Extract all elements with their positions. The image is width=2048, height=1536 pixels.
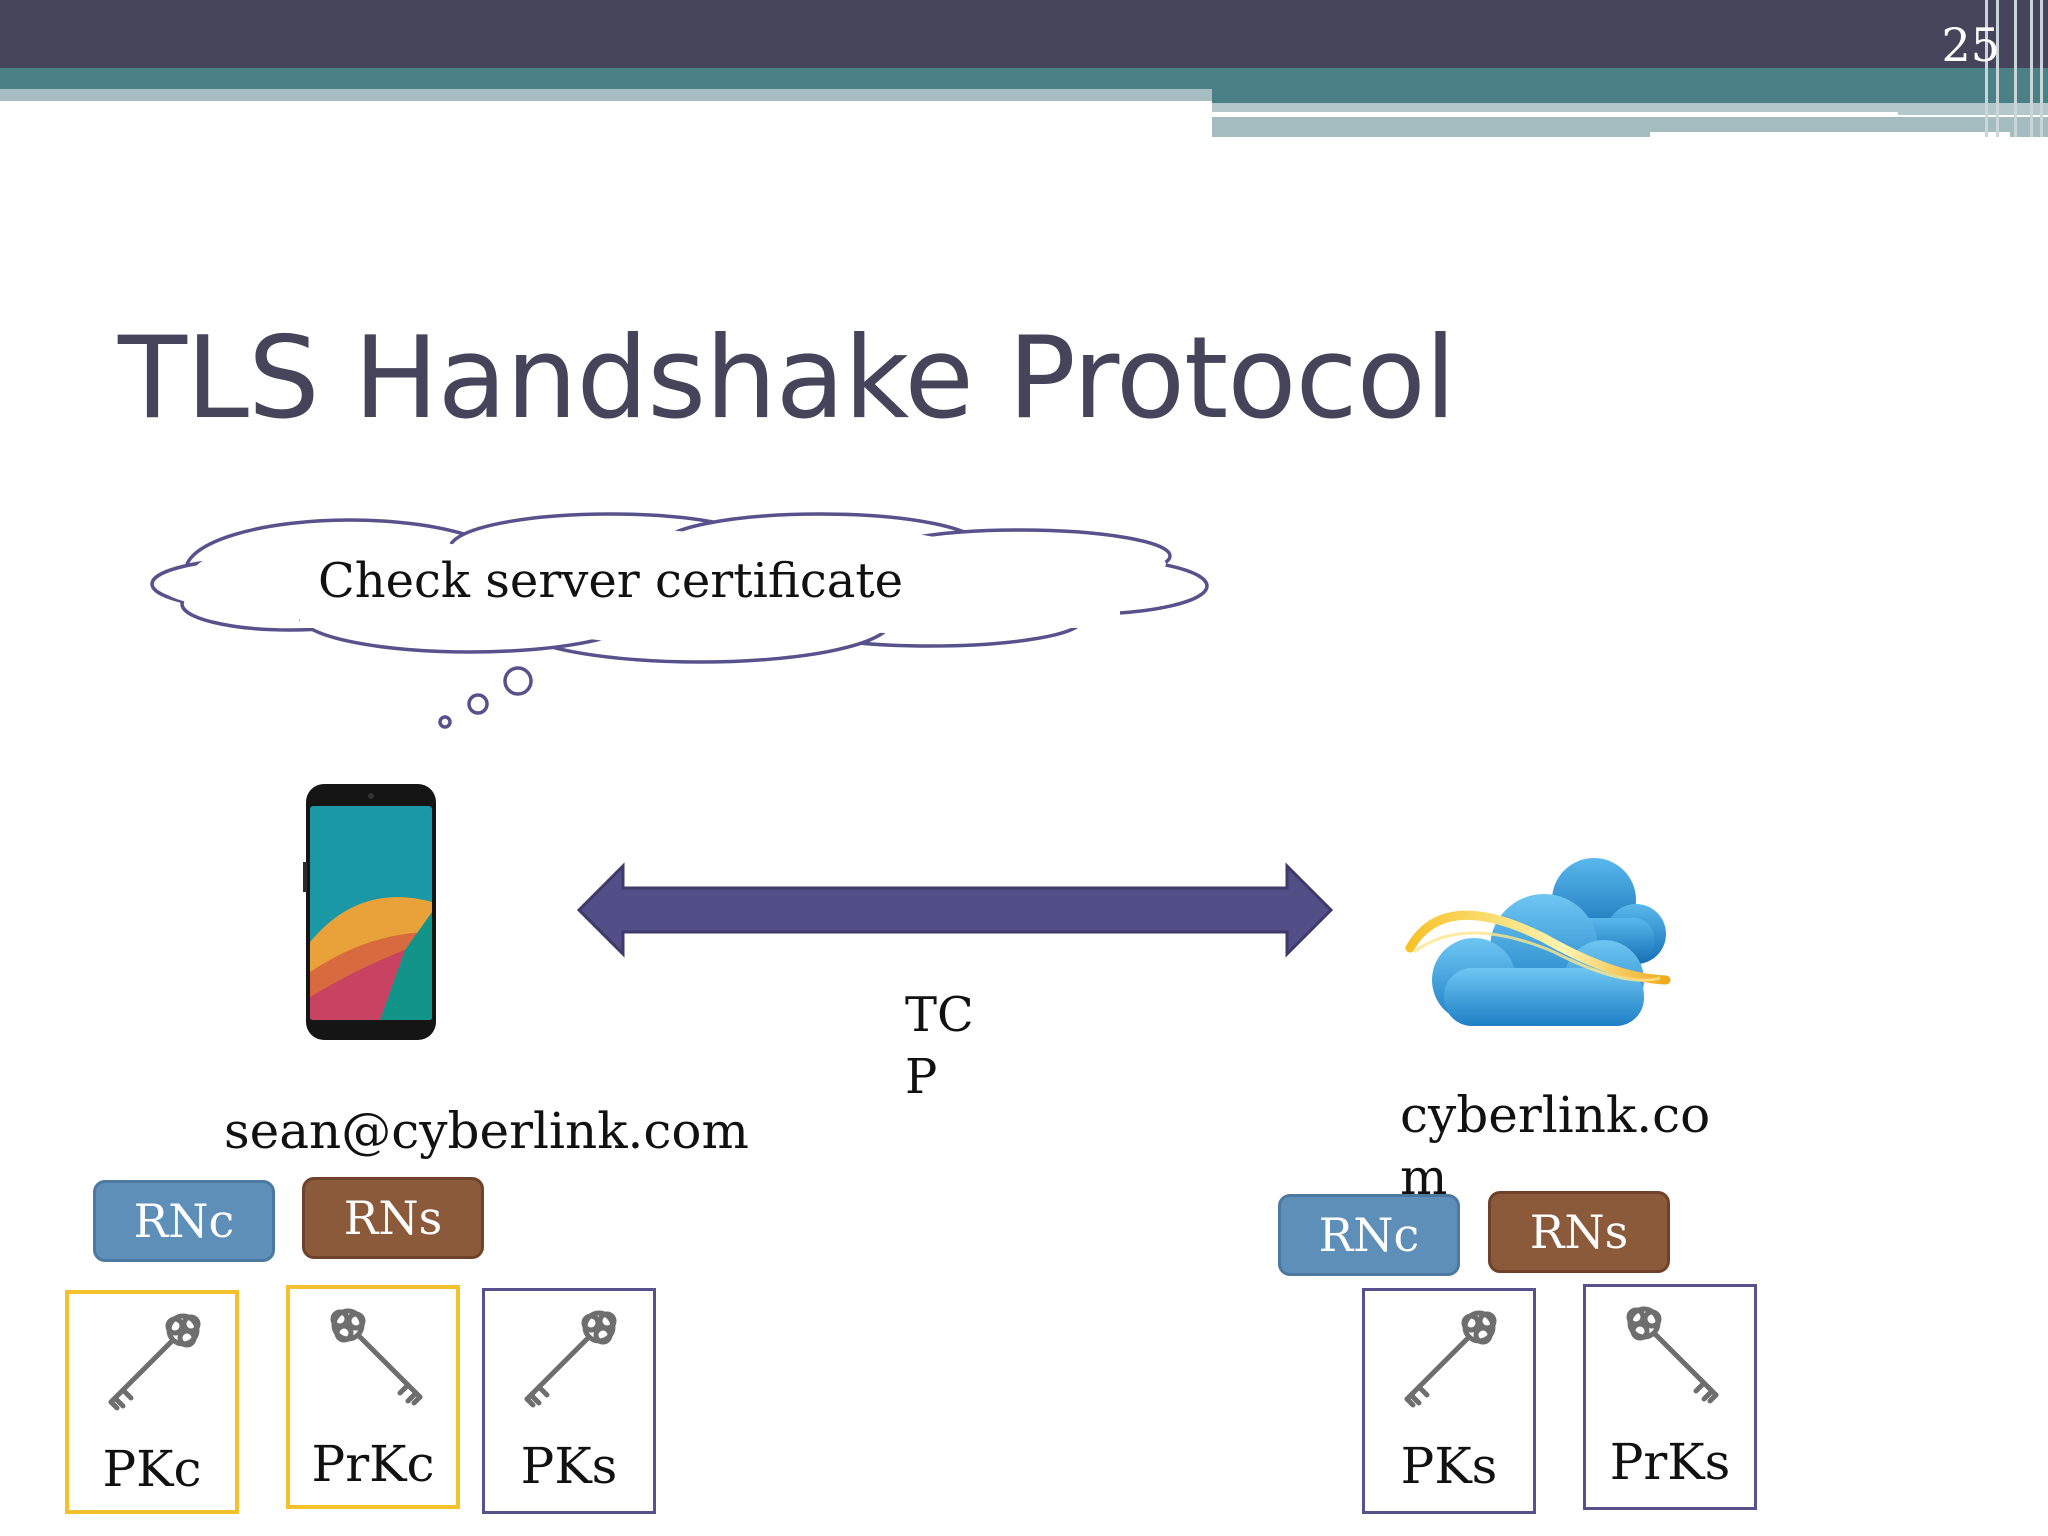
server-nonce-rns: RNs (1488, 1191, 1670, 1273)
thought-bubble (150, 512, 1209, 729)
key-icon (1404, 1310, 1497, 1408)
tcp-label-line: P (905, 1049, 938, 1105)
key-icon (108, 1313, 201, 1411)
tcp-label-line: TC (905, 987, 974, 1043)
thought-text: Check server certificate (318, 553, 904, 609)
client-label: sean@cyberlink.com (224, 1102, 749, 1160)
key-icon (524, 1310, 617, 1408)
tcp-connection-arrow (576, 862, 1334, 958)
client-key-card-pks: PKs (482, 1288, 656, 1514)
smartphone-icon (303, 784, 436, 1040)
header-divider-line (1650, 132, 2010, 138)
header-stripe (2014, 0, 2017, 137)
server-key-card-pks: PKs (1362, 1288, 1536, 1514)
nonce-label: RNc (133, 1194, 235, 1248)
thought-dot (438, 715, 452, 729)
thought-dot (467, 693, 489, 715)
thought-dot (503, 666, 533, 696)
header-stripe (2040, 0, 2043, 137)
key-label: PrKs (1609, 1433, 1731, 1491)
key-label: PrKc (311, 1435, 435, 1493)
header-bar (0, 0, 2048, 68)
client-key-card-pkc: PKc (65, 1290, 239, 1514)
client-nonce-rnc: RNc (93, 1180, 275, 1262)
header-divider-line (1212, 112, 1898, 117)
cloud-icon (1405, 858, 1671, 1026)
header-stripe (1996, 0, 1999, 137)
header-right-band (1212, 89, 2048, 103)
nonce-label: RNs (1529, 1205, 1629, 1259)
client-nonce-rns: RNs (302, 1177, 484, 1259)
server-label-line: cyberlink.co (1400, 1086, 1711, 1144)
slide-title: TLS Handshake Protocol (118, 312, 1456, 444)
tcp-label: TC P (905, 984, 995, 1108)
server-key-card-prks: PrKs (1583, 1284, 1757, 1510)
header-light-band (0, 89, 1212, 101)
slide-number: 25 (1941, 18, 2000, 72)
client-key-card-prkc: PrKc (286, 1285, 460, 1509)
nonce-label: RNc (1318, 1208, 1420, 1262)
nonce-label: RNs (343, 1191, 443, 1245)
key-label: PKs (1400, 1437, 1498, 1495)
header-accent-band (0, 68, 2048, 89)
key-icon (1626, 1306, 1719, 1404)
header-stripe (1985, 0, 1988, 137)
key-icon (330, 1308, 423, 1406)
header-stripe (2030, 0, 2033, 137)
server-nonce-rnc: RNc (1278, 1194, 1460, 1276)
server-label: cyberlink.co m (1400, 1084, 1711, 1208)
key-label: PKc (102, 1440, 202, 1498)
key-label: PKs (520, 1437, 618, 1495)
